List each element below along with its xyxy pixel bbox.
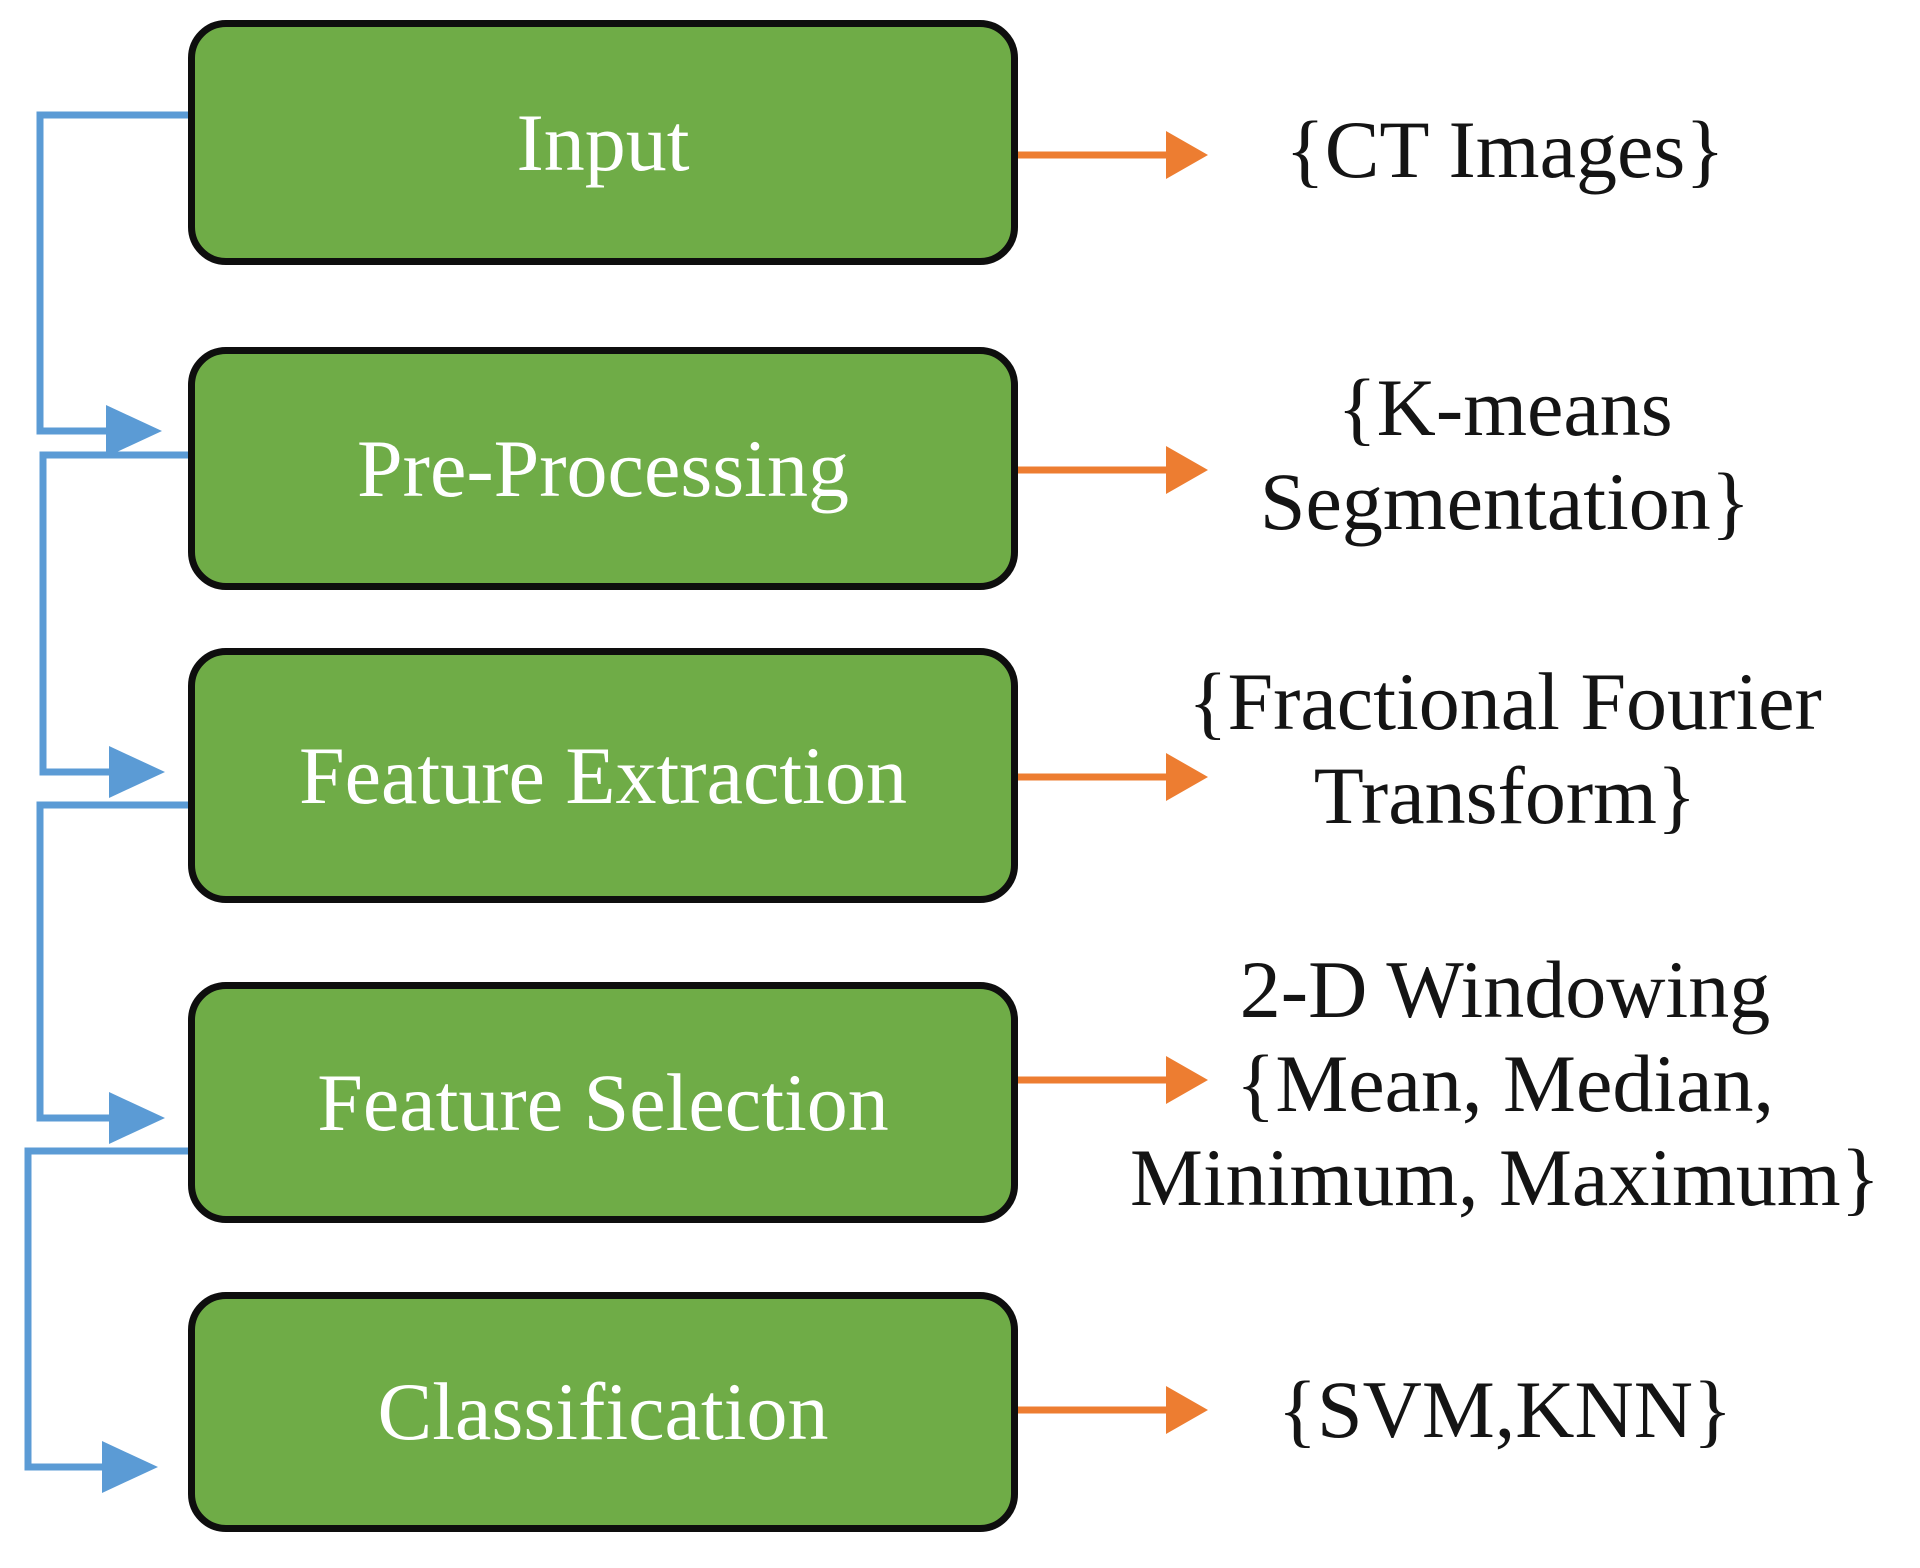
arrowhead-icon xyxy=(1166,131,1208,179)
arrowhead-icon xyxy=(1166,753,1208,801)
annotation-line: Minimum, Maximum} xyxy=(1129,1132,1881,1223)
arrow-feature-selection-to-windowing xyxy=(1014,1056,1208,1104)
arrowhead-icon xyxy=(109,1092,165,1144)
annotation-line: {CT Images} xyxy=(1285,104,1725,195)
flow-box-input: Input xyxy=(188,20,1018,265)
connector-preprocessing-to-feature-extraction xyxy=(39,451,192,798)
connector-feature-selection-to-classification xyxy=(24,1147,190,1493)
annotation-line: {Fractional Fourier xyxy=(1188,656,1822,747)
annotation-line: {K-means xyxy=(1337,362,1673,453)
arrowhead-icon xyxy=(1166,1056,1208,1104)
arrowhead-icon xyxy=(102,1441,158,1493)
arrow-preprocessing-to-kmeans xyxy=(1014,446,1208,494)
annotation-ct-images: {CT Images} xyxy=(1100,103,1910,197)
flow-box-feature-extraction: Feature Extraction xyxy=(188,648,1018,903)
annotation-line: Segmentation} xyxy=(1259,456,1751,547)
annotation-line: Transform} xyxy=(1313,750,1697,841)
arrow-feature-extraction-to-frft xyxy=(1014,753,1208,801)
arrowhead-icon xyxy=(1166,446,1208,494)
annotation-line: 2-D Windowing xyxy=(1239,944,1771,1035)
arrow-classification-to-svm-knn xyxy=(1014,1386,1208,1434)
arrowhead-icon xyxy=(1166,1386,1208,1434)
annotation-line: {Mean, Median, xyxy=(1235,1038,1775,1129)
arrowhead-icon xyxy=(109,746,165,798)
arrow-input-to-ct-images xyxy=(1014,131,1208,179)
annotation-fractional-fourier: {Fractional Fourier Transform} xyxy=(1100,655,1910,843)
flow-box-preprocessing: Pre-Processing xyxy=(188,347,1018,590)
flow-box-classification: Classification xyxy=(188,1292,1018,1532)
annotation-line: {SVM,KNN} xyxy=(1277,1364,1733,1455)
connector-feature-extraction-to-feature-selection xyxy=(36,801,192,1144)
flow-box-feature-selection: Feature Selection xyxy=(188,982,1018,1223)
arrowhead-icon xyxy=(106,405,162,457)
annotation-2d-windowing: 2-D Windowing {Mean, Median, Minimum, Ma… xyxy=(1100,943,1910,1225)
annotation-kmeans-segmentation: {K-means Segmentation} xyxy=(1100,361,1910,549)
annotation-svm-knn: {SVM,KNN} xyxy=(1100,1363,1910,1457)
connector-input-to-preprocessing xyxy=(36,111,192,457)
